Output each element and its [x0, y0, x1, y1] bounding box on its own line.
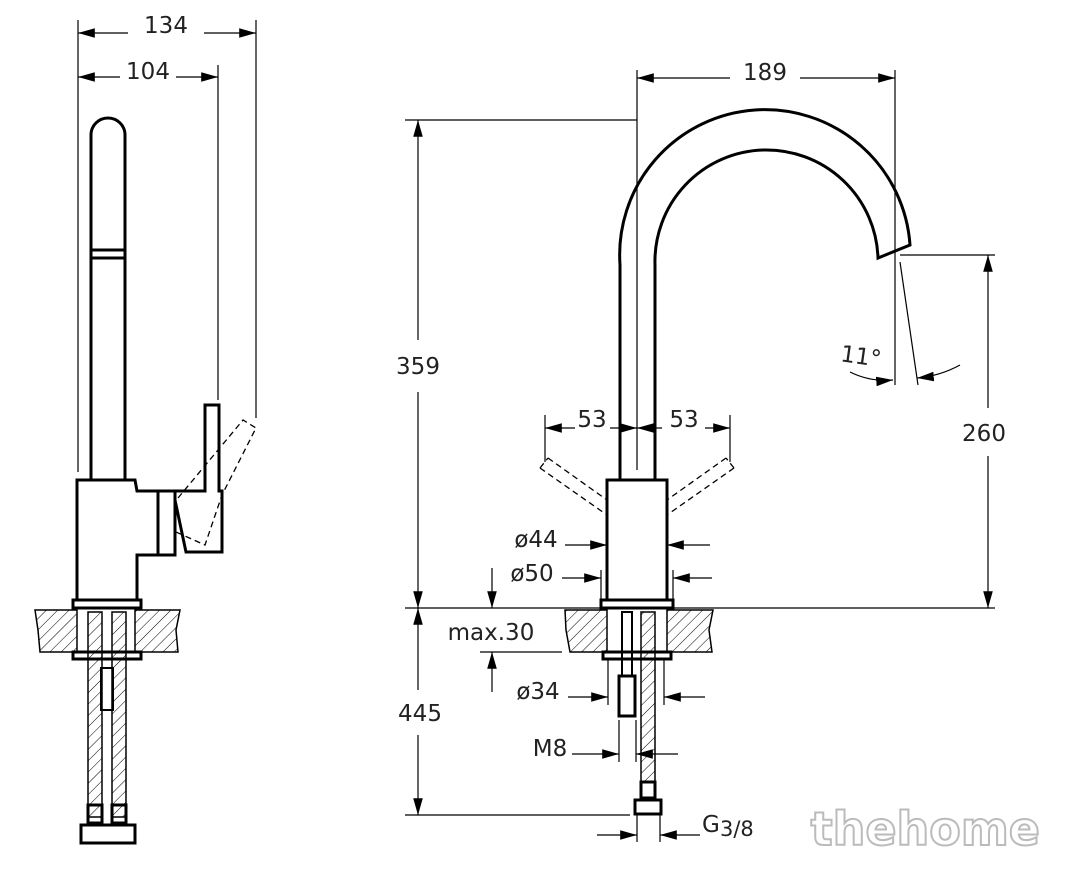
dim-134: 134 [144, 13, 188, 39]
body [605, 478, 669, 602]
side-view: 134 104 [34, 13, 257, 845]
body [75, 478, 160, 602]
dim-189: 189 [743, 60, 787, 86]
aerator-ring [89, 248, 127, 260]
dim-104: 104 [126, 59, 170, 85]
dim-53-right: 53 [669, 407, 698, 433]
dim-445: 445 [398, 701, 442, 727]
dim-359: 359 [396, 354, 440, 380]
front-view: 189 359 260 53 53 11° ø44 ø50 max.30 ø34… [396, 60, 1006, 842]
lever [173, 403, 224, 554]
spout-tube [89, 116, 127, 480]
dim-53-left: 53 [577, 407, 606, 433]
dia-34: ø34 [516, 679, 559, 705]
dia-44: ø44 [514, 527, 557, 553]
dim-260: 260 [962, 421, 1006, 447]
g-fraction: 3/8 [720, 817, 754, 841]
g-label: G [702, 812, 720, 838]
angle-label: 11° [839, 341, 883, 372]
max-30: max.30 [448, 620, 535, 646]
dia-50: ø50 [510, 561, 553, 587]
watermark: thehome [811, 802, 1040, 856]
spout-gooseneck [618, 108, 912, 480]
thread-m8: M8 [533, 736, 567, 762]
hose-nuts [79, 823, 137, 845]
lever-alt-position [175, 419, 257, 546]
